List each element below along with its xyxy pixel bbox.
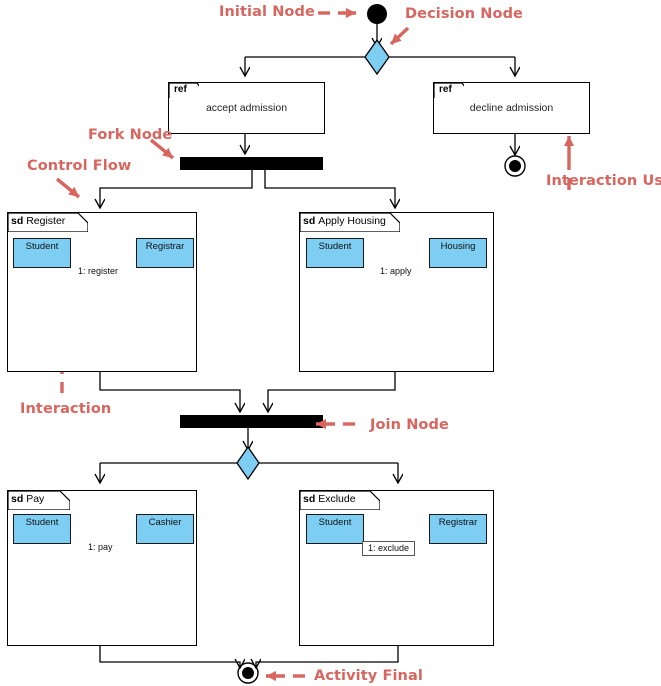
annotation-initial-node: Initial Node: [219, 4, 315, 20]
initial-node: [367, 4, 387, 24]
message-label-apply: 1: apply: [380, 266, 412, 276]
interaction-apply-housing[interactable]: sd Apply Housing Student Housing 1: appl…: [299, 212, 494, 372]
sd-name: Pay: [26, 493, 45, 505]
activity-final-right-inner: [509, 160, 521, 172]
annotation-activity-final: Activity Final: [314, 668, 423, 684]
interaction-use-accept-admission[interactable]: ref accept admission: [168, 82, 325, 134]
sd-frame-label: sd Register: [11, 215, 65, 227]
annotation-decision-node: Decision Node: [405, 6, 523, 22]
sd-frame-label: sd Apply Housing: [303, 215, 386, 227]
ref-tag-label: ref: [439, 84, 452, 95]
interaction-exclude[interactable]: sd Exclude Student Registrar 1: exclude: [299, 490, 494, 646]
lifeline-cashier[interactable]: Cashier: [136, 514, 194, 544]
interaction-use-decline-admission[interactable]: ref decline admission: [433, 82, 590, 134]
activity-final-bottom-outer: [237, 662, 259, 684]
annotation-connectors: [55, 8, 574, 681]
lifeline-housing[interactable]: Housing: [429, 238, 487, 268]
sd-name: Exclude: [318, 493, 356, 505]
lifeline-student[interactable]: Student: [306, 238, 364, 268]
activity-final-bottom-inner: [242, 667, 254, 679]
sd-keyword: sd: [303, 215, 316, 227]
sd-tag-shape: [300, 213, 400, 232]
annotation-interaction-use: Interaction Use: [546, 173, 661, 189]
annotation-join-node: Join Node: [370, 417, 449, 433]
sd-name: Apply Housing: [318, 215, 386, 227]
sd-keyword: sd: [11, 493, 24, 505]
interaction-pay[interactable]: sd Pay Student Cashier 1: pay: [7, 490, 197, 646]
interaction-use-name: accept admission: [205, 102, 288, 114]
sd-tag-shape: [300, 491, 380, 510]
decision-node-top: [364, 38, 390, 76]
ref-tag-label: ref: [174, 84, 187, 95]
decision-node-bottom: [236, 445, 260, 481]
lifeline-registrar[interactable]: Registrar: [136, 238, 194, 268]
message-label-exclude[interactable]: 1: exclude: [362, 541, 416, 556]
lifeline-student[interactable]: Student: [306, 514, 364, 544]
sd-keyword: sd: [303, 493, 316, 505]
annotation-fork-node: Fork Node: [88, 127, 173, 143]
sd-frame-label: sd Exclude: [303, 493, 356, 505]
fork-node: [180, 157, 323, 170]
activity-final-right-outer: [504, 155, 526, 177]
lifeline-registrar[interactable]: Registrar: [429, 514, 487, 544]
interaction-use-name: decline admission: [469, 102, 554, 114]
annotation-control-flow: Control Flow: [27, 158, 132, 174]
lifeline-student[interactable]: Student: [13, 238, 71, 268]
sd-name: Register: [26, 215, 66, 227]
message-label-pay: 1: pay: [88, 542, 113, 552]
ref-tag-shape: [434, 83, 464, 98]
lifeline-student[interactable]: Student: [13, 514, 71, 544]
sd-frame-label: sd Pay: [11, 493, 44, 505]
message-label-register: 1: register: [78, 266, 119, 276]
sd-tag-shape: [8, 491, 70, 510]
interaction-register[interactable]: sd Register Student Registrar 1: registe…: [7, 212, 197, 372]
join-node: [180, 415, 323, 428]
sd-tag-shape: [8, 213, 88, 232]
ref-tag-shape: [169, 83, 199, 98]
annotation-interaction: Interaction: [20, 401, 112, 417]
sd-keyword: sd: [11, 215, 24, 227]
